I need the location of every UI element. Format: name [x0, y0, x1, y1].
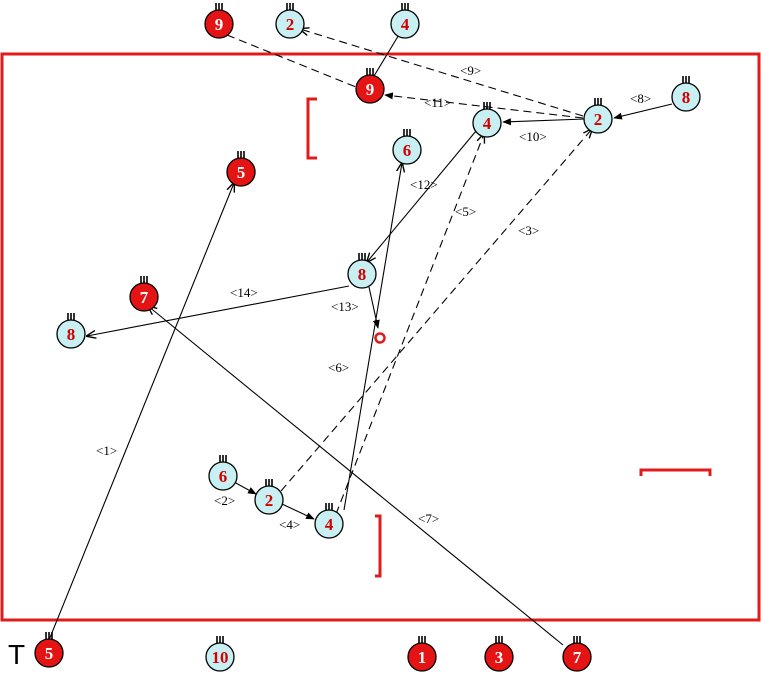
- player: 8: [347, 253, 377, 289]
- step-label: <13>: [331, 299, 359, 314]
- move-2: [233, 481, 257, 495]
- player-number: 4: [483, 114, 492, 133]
- player-circle: [129, 282, 159, 312]
- player-number: 7: [140, 288, 149, 307]
- move-4: [281, 503, 315, 520]
- player: 10: [205, 636, 235, 672]
- move-9: [300, 29, 584, 117]
- player-circle: [275, 9, 305, 39]
- player-number: 5: [45, 644, 54, 663]
- player-circle: [472, 108, 502, 138]
- player-number: 10: [212, 648, 229, 667]
- player-circle: [226, 157, 256, 187]
- move-3: [280, 129, 592, 492]
- move-1: [46, 183, 234, 646]
- move-8: [613, 103, 673, 120]
- player-circle: [562, 642, 592, 672]
- player-number: 7: [573, 648, 582, 667]
- player-number: 4: [401, 15, 410, 34]
- player: 4: [472, 102, 502, 138]
- player-circle: [205, 642, 235, 672]
- movement-lines: [46, 29, 673, 646]
- step-label: <4>: [279, 517, 300, 532]
- player-number: 9: [366, 80, 375, 99]
- goal-marker-top: [306, 97, 317, 160]
- step-label: <1>: [96, 443, 117, 458]
- player-number: 9: [215, 15, 224, 34]
- move-4a: [373, 32, 401, 77]
- goal-marker-right: [639, 468, 712, 476]
- player-number: 8: [358, 265, 367, 284]
- player-circle: [407, 642, 437, 672]
- player: 4: [314, 503, 344, 539]
- player-number: 8: [682, 88, 691, 107]
- player-circle: [484, 642, 514, 672]
- player-number: 6: [219, 467, 228, 486]
- player-circle: [204, 9, 234, 39]
- player-circle: [355, 74, 385, 104]
- ball-icon: [374, 332, 386, 344]
- move-6: [343, 163, 402, 511]
- player-number: 4: [325, 515, 334, 534]
- player-circle: [254, 485, 284, 515]
- player-number: 6: [403, 141, 412, 160]
- step-label: <9>: [460, 63, 481, 78]
- player: 4: [390, 3, 420, 39]
- move-12: [367, 130, 477, 262]
- player: 7: [562, 636, 592, 672]
- player: 2: [254, 479, 284, 515]
- player-number: 2: [265, 491, 274, 510]
- step-label: <12>: [410, 177, 438, 192]
- player-number: 1: [418, 648, 427, 667]
- player: 5: [34, 632, 64, 668]
- player: 6: [392, 129, 422, 165]
- move-13: [368, 286, 380, 329]
- move-14: [87, 285, 350, 336]
- player-circle: [34, 638, 64, 668]
- player: 5: [226, 151, 256, 187]
- step-label: <2>: [214, 493, 235, 508]
- player-circle: [390, 9, 420, 39]
- legend-mark: T: [8, 639, 25, 670]
- player-number: 8: [67, 325, 76, 344]
- move-7: [148, 306, 564, 646]
- player-circle: [314, 509, 344, 539]
- player-number: 5: [237, 163, 246, 182]
- player: 1: [407, 636, 437, 672]
- step-label: <7>: [418, 511, 439, 526]
- step-label: <6>: [328, 360, 349, 375]
- step-labels: <1> <2> <3> <4> <5> <6> <7> <8> <9> <10>…: [96, 63, 651, 532]
- step-label: <10>: [519, 129, 547, 144]
- step-label: <11>: [424, 95, 451, 110]
- player-number: 2: [286, 15, 295, 34]
- player: 8: [671, 76, 701, 112]
- player: 2: [275, 3, 305, 39]
- player-circle: [583, 104, 613, 134]
- step-label: <8>: [630, 91, 651, 106]
- move-5: [335, 134, 484, 515]
- step-label: <14>: [230, 285, 258, 300]
- player-number: 2: [594, 110, 603, 129]
- move-11: [384, 92, 584, 119]
- goal-marker-bottom: [375, 514, 382, 578]
- player: 3: [484, 636, 514, 672]
- player-circle: [208, 461, 238, 491]
- player: 7: [129, 276, 159, 312]
- player: 9: [204, 3, 234, 39]
- step-label: <3>: [518, 223, 539, 238]
- player: 2: [583, 98, 613, 134]
- player-circle: [56, 319, 86, 349]
- move-10: [502, 118, 586, 126]
- player: 9: [355, 68, 385, 104]
- player-circle: [671, 82, 701, 112]
- player: 6: [208, 455, 238, 491]
- player-circle: [347, 259, 377, 289]
- player-number: 3: [495, 648, 504, 667]
- move-9b: [226, 34, 357, 88]
- step-label: <5>: [455, 204, 476, 219]
- player-circle: [392, 135, 422, 165]
- player: 8: [56, 313, 86, 349]
